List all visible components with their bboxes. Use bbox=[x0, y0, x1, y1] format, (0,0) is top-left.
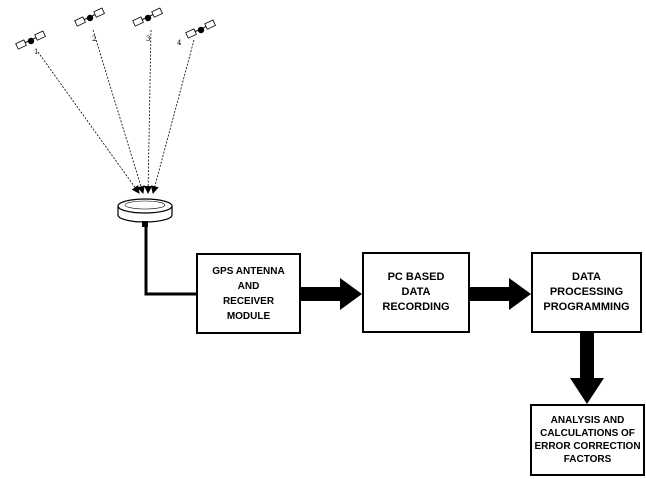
satellite-2-icon bbox=[74, 7, 105, 27]
satellite-3-number: 3 bbox=[146, 35, 150, 43]
antenna-cable bbox=[144, 227, 196, 296]
satellite-1-number: 1 bbox=[34, 48, 38, 56]
arrow-pc-to-processing bbox=[470, 278, 531, 310]
satellite-2-number: 2 bbox=[92, 35, 96, 43]
analysis-line-3: ERROR CORRECTION bbox=[534, 441, 641, 452]
signal-line-4 bbox=[150, 39, 195, 194]
satellite-4-icon bbox=[185, 19, 216, 39]
satellite-1-icon bbox=[15, 30, 46, 50]
gps-module-line-2: AND bbox=[237, 280, 260, 292]
analysis-line-1: ANALYSIS AND bbox=[550, 415, 625, 426]
data-processing-line-1: DATA bbox=[572, 271, 601, 283]
signal-line-3 bbox=[144, 29, 153, 194]
pc-recording-line-3: RECORDING bbox=[382, 301, 450, 313]
analysis-line-4: FACTORS bbox=[563, 454, 612, 465]
gps-module-line-4: MODULE bbox=[226, 310, 271, 322]
signal-line-1 bbox=[37, 51, 140, 194]
analysis-line-2: CALCULATIONS OF bbox=[540, 428, 635, 439]
satellite-4-number: 4 bbox=[177, 39, 182, 47]
analysis-error-correction-block: ANALYSIS AND CALCULATIONS OF ERROR CORRE… bbox=[530, 404, 645, 476]
data-processing-line-3: PROGRAMMING bbox=[543, 301, 630, 313]
gps-module-line-3: RECEIVER bbox=[222, 295, 275, 307]
gps-antenna-icon bbox=[117, 198, 173, 227]
arrow-processing-to-analysis bbox=[570, 333, 604, 404]
gps-antenna-receiver-module-block: GPS ANTENNA AND RECEIVER MODULE bbox=[196, 253, 301, 334]
data-processing-programming-block: DATA PROCESSING PROGRAMMING bbox=[531, 252, 642, 333]
arrow-gps-to-pc bbox=[301, 278, 362, 310]
signal-line-2 bbox=[92, 29, 145, 194]
pc-recording-line-2: DATA bbox=[401, 286, 431, 298]
data-processing-line-2: PROCESSING bbox=[549, 286, 624, 298]
gps-module-line-1: GPS ANTENNA bbox=[212, 265, 285, 277]
pc-based-data-recording-block: PC BASED DATA RECORDING bbox=[362, 252, 470, 333]
pc-recording-line-1: PC BASED bbox=[387, 271, 445, 283]
satellite-3-icon bbox=[132, 7, 163, 27]
